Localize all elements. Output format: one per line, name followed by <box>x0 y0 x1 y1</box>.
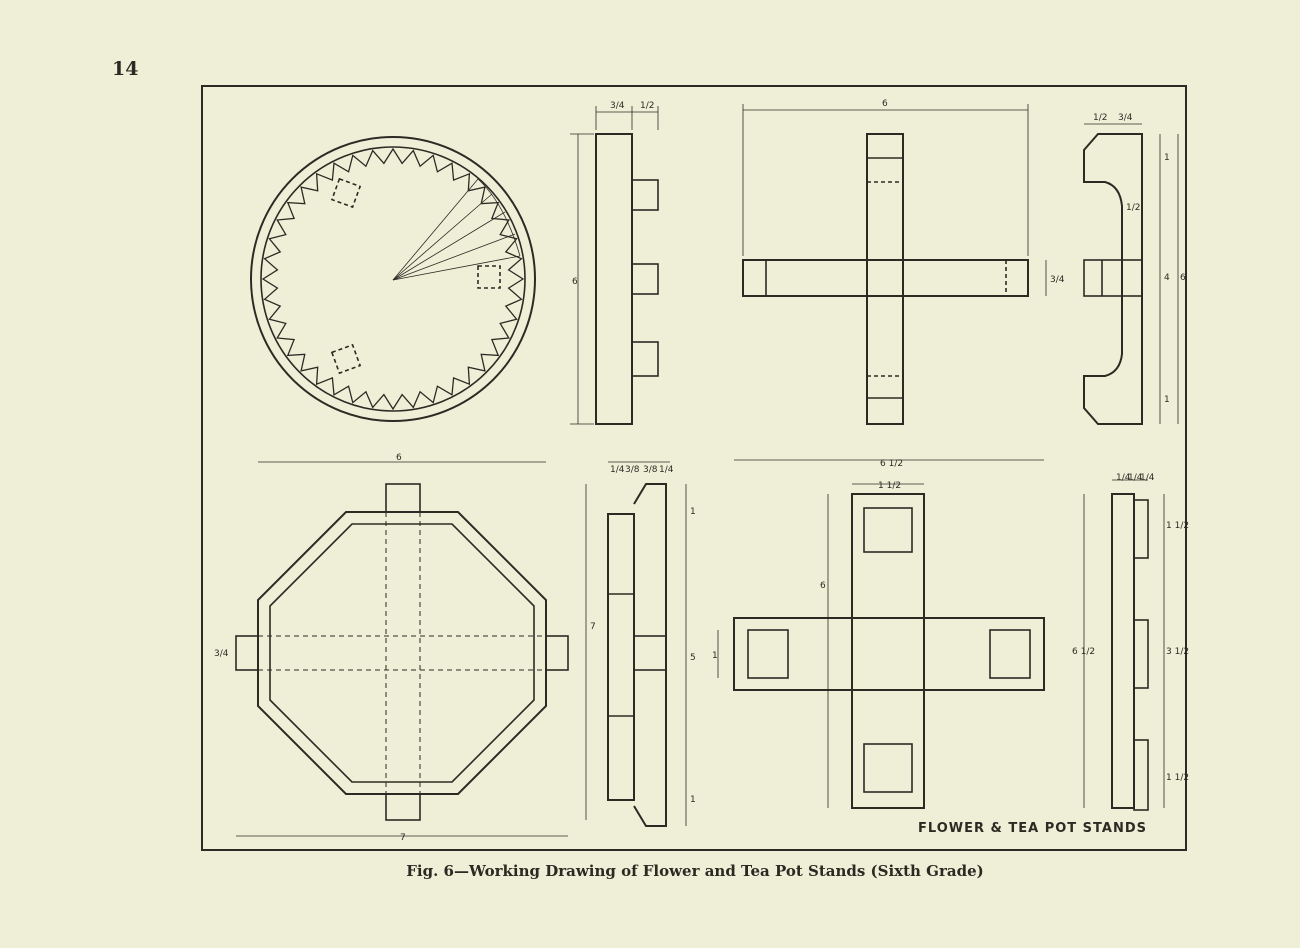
dim-label: 1/2 <box>640 101 654 111</box>
drawing-plate: 3/4 1/2 6 6 3/4 1/2 3/4 1 1/2 4 6 1 6 7 … <box>201 85 1189 851</box>
cross-stand-2-side-view <box>1083 479 1165 811</box>
dim-label: 7 <box>590 622 596 632</box>
dim-label: 1 1/2 <box>878 481 901 491</box>
dim-label: 1 <box>1164 395 1170 405</box>
dim-label: 1/4 <box>1128 473 1143 483</box>
plate-title: FLOWER & TEA POT STANDS <box>918 821 1147 836</box>
dim-label: 1/2 <box>1093 113 1107 123</box>
dim-label: 1/4 <box>610 465 625 475</box>
dim-label: 1/4 <box>1140 473 1155 483</box>
cross-stand-side-view <box>1083 123 1179 425</box>
dim-label: 6 <box>572 277 578 287</box>
dim-label: 7 <box>400 833 406 843</box>
dim-label: 6 1/2 <box>880 459 903 469</box>
dim-label: 6 <box>820 581 826 591</box>
dim-label: 6 <box>396 453 402 463</box>
dim-label: 1 <box>712 651 718 661</box>
octagonal-stand-top-view <box>235 461 587 837</box>
dim-label: 5 <box>690 653 696 663</box>
plate-border <box>201 85 1187 851</box>
dim-label: 6 1/2 <box>1072 647 1095 657</box>
figure-caption: Fig. 6—Working Drawing of Flower and Tea… <box>406 862 984 880</box>
dim-label: 1 1/2 <box>1166 773 1189 783</box>
dim-label: 1/2 <box>1126 203 1140 213</box>
dim-label: 1 <box>1164 153 1170 163</box>
dim-label: 1/4 <box>1116 473 1131 483</box>
dim-label: 3/8 <box>643 465 658 475</box>
dim-label: 1/4 <box>659 465 674 475</box>
dim-label: 4 <box>1164 273 1170 283</box>
dim-label: 3/8 <box>625 465 640 475</box>
page-number: 14 <box>112 58 139 80</box>
dim-label: 3/4 <box>610 101 625 111</box>
dim-label: 3 1/2 <box>1166 647 1189 657</box>
octagonal-stand-side-view <box>607 461 687 827</box>
dim-label: 1 <box>690 795 696 805</box>
circular-stand-side-view <box>570 106 659 425</box>
cross-stand-top-view <box>742 104 1047 425</box>
dim-label: 6 <box>882 99 888 109</box>
cross-stand-2-top-view <box>717 459 1045 809</box>
circular-stand-top-view <box>250 136 536 422</box>
dim-label: 3/4 <box>1050 275 1065 285</box>
dim-label: 3/4 <box>214 649 229 659</box>
dim-label: 1 1/2 <box>1166 521 1189 531</box>
dim-label: 1 <box>690 507 696 517</box>
dim-label: 3/4 <box>1118 113 1133 123</box>
dim-label: 6 <box>1180 273 1186 283</box>
